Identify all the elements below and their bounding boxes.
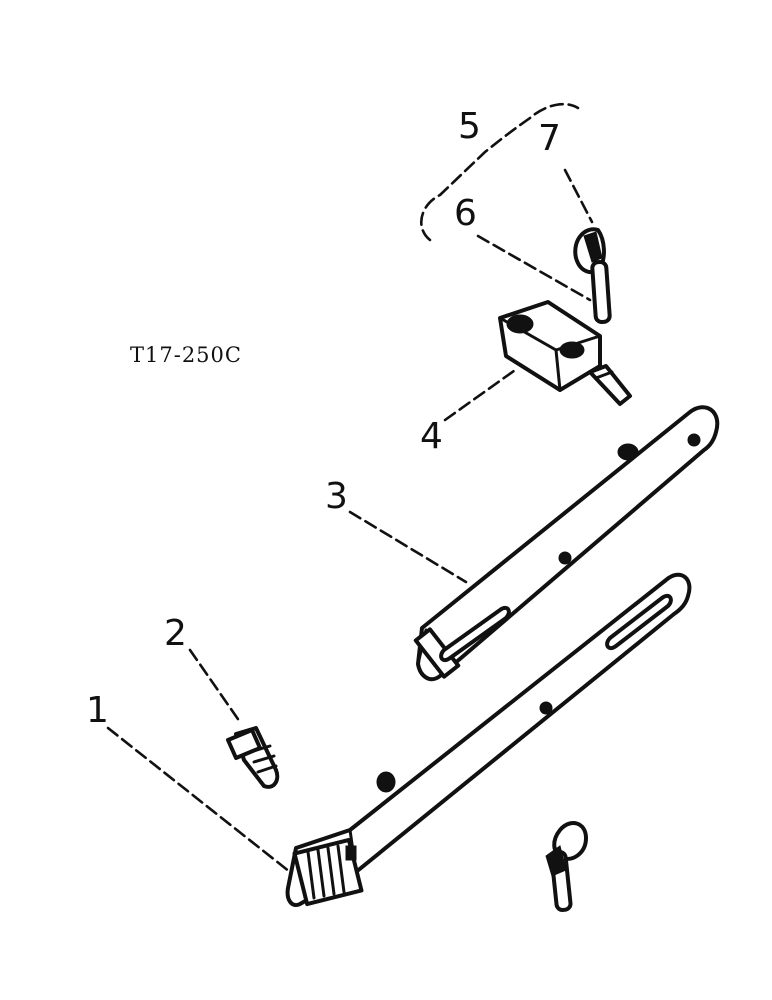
knurl-texture <box>306 844 357 900</box>
callout-1: 1 <box>86 690 109 731</box>
callout-3: 3 <box>325 476 348 517</box>
callout-7: 7 <box>538 118 561 159</box>
leader-1 <box>106 726 292 874</box>
figure-code: T17-250C <box>130 343 242 367</box>
bracket-5 <box>420 102 580 242</box>
callout-5: 5 <box>458 106 481 147</box>
part-4-clamp-block <box>498 300 632 406</box>
leader-7 <box>563 168 594 224</box>
leader-6 <box>476 234 592 302</box>
leader-2 <box>188 648 242 724</box>
part-7-pin-clip <box>573 227 612 325</box>
part-1-lower-bar <box>285 572 692 907</box>
part-3-upper-bar <box>413 405 720 682</box>
part-2-bolt <box>226 726 280 789</box>
leader-3 <box>348 510 468 584</box>
callout-4: 4 <box>420 416 443 457</box>
loose-pin-clip <box>545 821 588 912</box>
callout-6: 6 <box>454 193 477 234</box>
callout-2: 2 <box>164 613 187 654</box>
leader-4 <box>443 366 520 422</box>
